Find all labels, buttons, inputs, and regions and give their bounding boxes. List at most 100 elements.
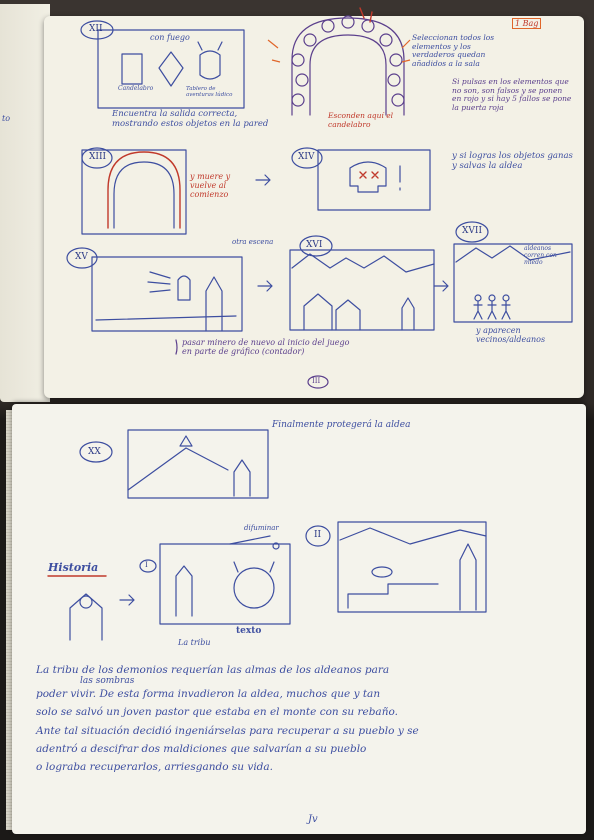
blue-arch-inner bbox=[113, 161, 175, 229]
panel-xiii-label: XIII bbox=[89, 152, 107, 162]
panel-xvii-bottom-note: y aparecen vecinos/aldeanos bbox=[476, 326, 546, 345]
diamond-object-icon bbox=[158, 51, 184, 87]
panel-i-frame bbox=[159, 543, 291, 625]
between-xv-xvi-note: otra escena bbox=[232, 238, 274, 246]
panel-i-number-circle bbox=[139, 559, 157, 573]
panel-i-caption-left: La tribu bbox=[178, 638, 211, 647]
panel-i-arrow-note: difuminar bbox=[244, 524, 279, 532]
arrow-historia-i bbox=[119, 594, 135, 606]
panel-xiv-number-circle bbox=[291, 147, 323, 169]
story-line-7: o lograba recuperarlos, arriesgando su v… bbox=[36, 760, 273, 773]
panel-xx-note: Finalmente protegerá la aldea bbox=[272, 420, 411, 430]
panel-i-demon-horns bbox=[233, 561, 275, 573]
panel-xx-figure bbox=[233, 459, 251, 497]
panel-i-label: I bbox=[145, 561, 148, 569]
panel-xiv-frame bbox=[317, 149, 431, 211]
story-line-1: La tribu de los demonios requerían las a… bbox=[36, 664, 390, 676]
bottom-note: pasar minero de nuevo al inicio del jueg… bbox=[182, 338, 350, 357]
skull-arch bbox=[291, 17, 405, 116]
story-line-2: las sombras bbox=[80, 676, 135, 687]
corner-red-label: 1 Bag bbox=[512, 18, 542, 30]
panel-xvi-label: XVI bbox=[306, 240, 323, 250]
panel-xvi-number-circle bbox=[299, 235, 333, 257]
panel-xii-note: Encuentra la salida correcta, mostrando … bbox=[112, 109, 269, 129]
roman-iii-circle bbox=[307, 375, 329, 389]
houses bbox=[303, 293, 361, 331]
panel-xx-frame bbox=[127, 429, 269, 499]
panel-xii-label: XII bbox=[89, 24, 103, 34]
panel-xv-number-circle bbox=[66, 247, 98, 269]
panel-xii-number-circle bbox=[80, 20, 114, 40]
bottom-notebook-page bbox=[12, 404, 586, 834]
panel-xx-lamp bbox=[179, 435, 193, 447]
mountain-xvii bbox=[455, 245, 571, 263]
panel-xiv-note: y si logras los objetos ganas y salvas l… bbox=[452, 151, 573, 171]
page-number: Jv bbox=[308, 814, 318, 825]
red-arch bbox=[107, 151, 181, 229]
panel-xvii-inner-note: aldeanos corren con miedo bbox=[524, 245, 557, 266]
story-line-6: adentró a descifrar dos maldiciones que … bbox=[36, 742, 367, 755]
panel-ii-label: II bbox=[314, 530, 322, 540]
skull-icon bbox=[349, 161, 387, 193]
story-paragraph: La tribu de los demonios requerían las a… bbox=[36, 664, 576, 773]
bottom-roman-label: III bbox=[312, 377, 321, 385]
panel-xii-caption-top: con fuego bbox=[150, 33, 190, 42]
left-page-edge: to bbox=[0, 4, 50, 402]
historia-face bbox=[79, 595, 93, 609]
panel-xiii-note: y muere y vuelve al comienzo bbox=[190, 172, 231, 200]
panel-xvii-label: XVII bbox=[462, 226, 483, 236]
ground-line-xv bbox=[95, 315, 237, 321]
demon-mask-icon bbox=[197, 41, 223, 80]
story-line-4: solo se salvó un joven pastor que estaba… bbox=[36, 706, 398, 719]
candelabro-icon bbox=[121, 53, 143, 85]
panel-xx-roof bbox=[127, 447, 229, 491]
figure-xvi bbox=[401, 297, 415, 331]
panel-xii-right-caption: Tablero de aventuras lúdico bbox=[186, 86, 233, 99]
arch-orange-marks bbox=[267, 39, 411, 63]
mountain-line bbox=[291, 253, 435, 273]
story-line-3: poder vivir. De esta forma invadieron la… bbox=[36, 688, 381, 701]
panel-xv-label: XV bbox=[75, 252, 88, 262]
motion-lines bbox=[147, 271, 171, 293]
panel-i-demon bbox=[233, 567, 275, 609]
panel-i-arrow-dot bbox=[272, 542, 280, 550]
panel-xiii-frame bbox=[81, 149, 187, 235]
panel-ii-steps bbox=[347, 583, 439, 609]
hooded-figure bbox=[205, 276, 223, 332]
small-figure bbox=[177, 275, 191, 301]
panel-i-arrow bbox=[229, 535, 271, 545]
panel-ii-skyline bbox=[339, 527, 487, 545]
panel-i-caption-right: texto bbox=[236, 626, 262, 636]
bracket-mark bbox=[175, 339, 178, 355]
panel-xvi-frame bbox=[289, 249, 435, 331]
arch-red-marks bbox=[359, 7, 373, 23]
panel-xii-frame bbox=[97, 29, 245, 109]
panel-ii-frame bbox=[337, 521, 487, 613]
panel-xvii-number-circle bbox=[455, 221, 489, 243]
arrow-xiii-xiv bbox=[255, 174, 271, 186]
story-line-5: Ante tal situación decidió ingeniárselas… bbox=[36, 724, 419, 737]
panel-xv-frame bbox=[91, 256, 243, 332]
top-notebook-page bbox=[44, 16, 584, 398]
panel-xii-left-caption: Candelabro bbox=[118, 85, 154, 92]
panel-ii-mouth bbox=[371, 566, 393, 578]
panel-ii-figure bbox=[459, 543, 477, 611]
skull-arch-inner bbox=[309, 34, 387, 116]
arch-red-note: Esconden aquí el candelabro bbox=[328, 111, 394, 129]
arrow-xv-xvi bbox=[257, 280, 273, 292]
historia-figure bbox=[69, 593, 103, 641]
panel-xx-number-circle bbox=[79, 441, 113, 463]
panel-xvii-frame bbox=[453, 243, 573, 323]
panel-ii-number-circle bbox=[305, 525, 331, 547]
left-page-fragment: to bbox=[2, 114, 11, 123]
right-note: Si pulsas en los elementos que no son, s… bbox=[452, 77, 572, 112]
top-sketches bbox=[66, 7, 573, 389]
panel-i-figure bbox=[175, 565, 193, 617]
skull-red-eyes bbox=[359, 171, 379, 179]
panel-xx-label: XX bbox=[88, 447, 101, 457]
panel-xiv-label: XIV bbox=[298, 152, 315, 162]
arch-notes: Seleccionan todos los elementos y los ve… bbox=[412, 33, 495, 68]
arrow-xvi-xvii bbox=[433, 280, 449, 292]
